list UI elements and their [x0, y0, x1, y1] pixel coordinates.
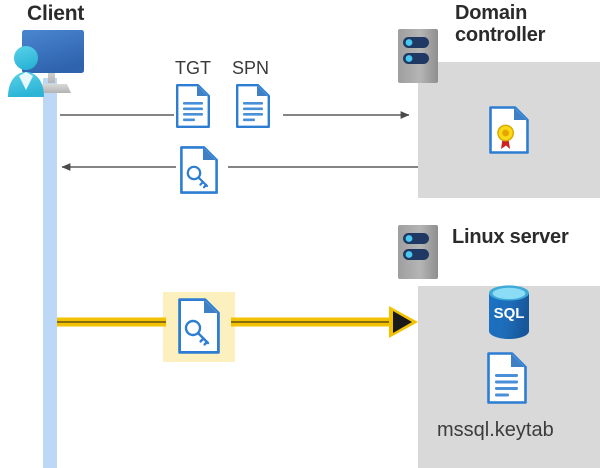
- key-document-icon-response: [180, 146, 218, 194]
- sql-database-label: SQL: [494, 305, 525, 322]
- key-document-icon-service-ticket: [178, 298, 220, 354]
- server-rack-icon-linux: [397, 224, 439, 280]
- client-workstation-icon: [4, 27, 96, 99]
- sql-database-icon: SQL: [486, 284, 532, 340]
- server-rack-icon-domain-controller: [397, 28, 439, 84]
- document-icon-spn: [236, 84, 270, 128]
- arrow-client-to-linux-gold: [57, 306, 418, 338]
- domain-controller-title: Domain controller: [455, 2, 546, 47]
- spn-label: SPN: [232, 58, 270, 78]
- tgt-label: TGT: [175, 58, 211, 78]
- certificate-icon: [489, 106, 529, 154]
- keytab-filename-label: mssql.keytab: [437, 419, 554, 441]
- linux-server-title: Linux server: [452, 226, 569, 248]
- client-lifeline-bar: [43, 78, 57, 468]
- client-title: Client: [27, 2, 85, 25]
- document-icon-tgt: [176, 84, 210, 128]
- document-icon-keytab: [487, 352, 527, 404]
